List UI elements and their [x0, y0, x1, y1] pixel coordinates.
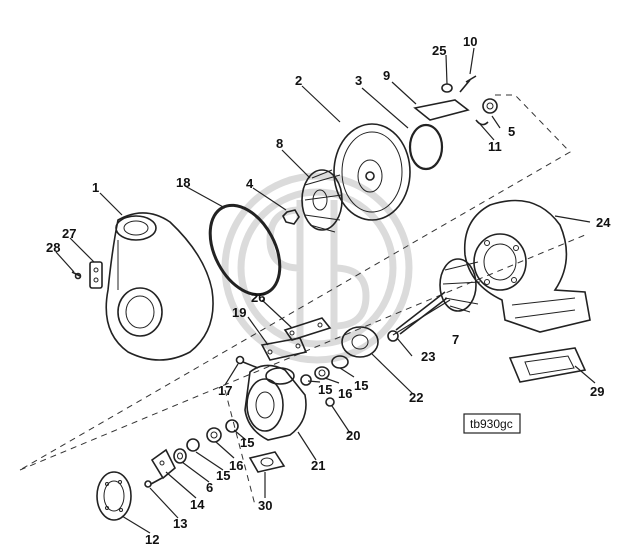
washer: [441, 83, 453, 93]
callout-labels: 1 2 3 4 5 6 7 8 9 10 11 12 13 14 15 15 1…: [46, 34, 611, 547]
callout-26: 26: [251, 290, 265, 305]
callout-15-upper-b: 15: [354, 378, 368, 393]
callout-4: 4: [246, 176, 254, 191]
callout-20: 20: [346, 428, 360, 443]
callout-9: 9: [383, 68, 390, 83]
callout-15-lower-b: 15: [240, 435, 254, 450]
callout-13: 13: [173, 516, 187, 531]
callout-1: 1: [92, 180, 99, 195]
bushing-upper: [314, 366, 330, 380]
cap-screw: [235, 355, 259, 369]
callout-5: 5: [508, 124, 515, 139]
callout-10: 10: [463, 34, 477, 49]
seal-ring: [408, 123, 444, 171]
bolt: [459, 75, 477, 93]
piston-ring: [387, 330, 399, 342]
callout-2: 2: [295, 73, 302, 88]
callout-12: 12: [145, 532, 159, 547]
callout-11: 11: [488, 139, 502, 154]
reference-code-box: tb930gc: [463, 413, 521, 434]
hex-nut: [482, 98, 498, 114]
mounting-screw: [144, 477, 163, 488]
large-o-ring: [208, 203, 282, 297]
callout-28: 28: [46, 240, 60, 255]
snap-ring-lower: [225, 419, 239, 433]
callout-27: 27: [62, 226, 76, 241]
callout-17: 17: [218, 383, 232, 398]
end-cover-disk: [96, 471, 132, 521]
backplate-disk: [333, 123, 411, 221]
compressor-housing: [105, 212, 214, 361]
snap-ring-upper: [300, 374, 312, 386]
callout-16-lower: 16: [229, 458, 243, 473]
callout-3: 3: [355, 73, 362, 88]
retaining-clip: [475, 119, 489, 126]
callout-7: 7: [452, 332, 459, 347]
callout-16-upper: 16: [338, 386, 352, 401]
oil-drain-gasket: [248, 451, 286, 473]
turbine-housing: [463, 199, 591, 333]
thrust-plate: [341, 326, 379, 358]
clamp-plate-lower: [260, 337, 308, 361]
callout-8: 8: [276, 136, 283, 151]
bracket-plate: [89, 261, 103, 289]
drain-plug: [325, 397, 335, 407]
callout-30: 30: [258, 498, 272, 513]
callout-22: 22: [409, 390, 423, 405]
lock-nut: [282, 209, 300, 225]
leader-lines: [55, 47, 596, 534]
mounting-bracket: [150, 448, 176, 480]
clamp-strap: [413, 99, 470, 121]
exhaust-gasket: [508, 347, 587, 383]
callout-24: 24: [596, 215, 611, 230]
callout-15-upper-a: 15: [318, 382, 332, 397]
assembly-axis-lines: [19, 94, 586, 506]
callout-14: 14: [190, 497, 205, 512]
bearing-housing: [244, 364, 307, 441]
small-screw: [71, 271, 82, 280]
callout-25: 25: [432, 43, 446, 58]
bushing-lower: [206, 427, 222, 443]
callout-21: 21: [311, 458, 325, 473]
clamp-plate-upper: [283, 317, 332, 341]
callout-19: 19: [232, 305, 246, 320]
reference-code: tb930gc: [470, 417, 513, 431]
callout-15-lower-a: 15: [216, 468, 230, 483]
callout-29: 29: [590, 384, 604, 399]
spacer-sleeve: [173, 448, 187, 464]
callout-23: 23: [421, 349, 435, 364]
callout-6: 6: [206, 480, 213, 495]
callout-18: 18: [176, 175, 190, 190]
thrust-washer-lower: [186, 438, 200, 452]
